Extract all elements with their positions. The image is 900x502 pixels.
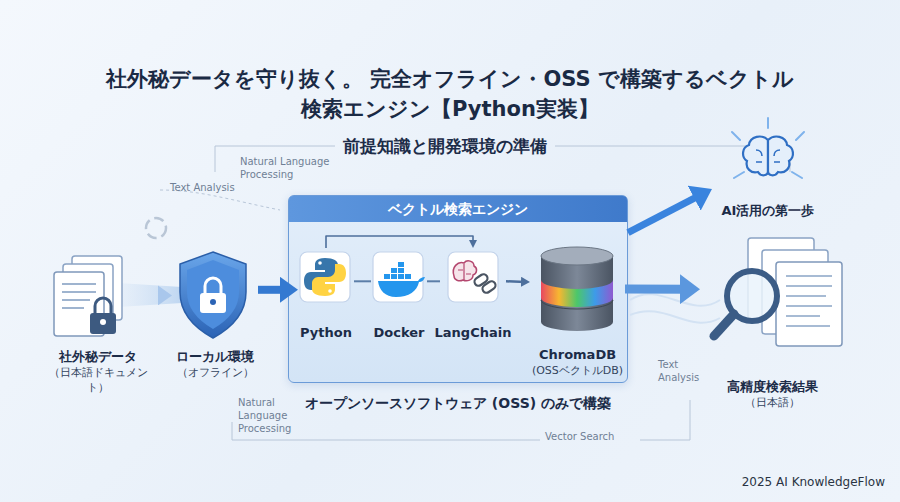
document-stack-icon-part: [63, 264, 113, 328]
node-sublabel: (OSSベクトルDB): [532, 363, 623, 378]
decor-lines: [160, 146, 790, 440]
document-stack-icon-part: [100, 319, 106, 325]
node-label: ChromaDB: [539, 346, 616, 363]
decor-lines-part: [630, 311, 720, 323]
decor-note: Text Analysis: [658, 358, 713, 384]
title-heading: 社外秘データを守り抜く。 完全オフライン・OSS で構築するベクトル検索エンジン…: [100, 64, 800, 124]
shield-lock-icon-part: [210, 299, 216, 305]
shield-lock-icon: [180, 252, 246, 338]
node-label: Python: [300, 324, 352, 341]
flow-connector: [158, 291, 165, 300]
node-label: LangChain: [435, 324, 512, 341]
document-stack-icon-part: [62, 284, 96, 308]
document-stack-icon-part: [95, 298, 111, 314]
document-stack-icon-part: [54, 272, 104, 336]
search-results-icon-part: [786, 276, 832, 326]
document-stack-icon: [54, 256, 122, 336]
watermark: 2025 AI KnowledgeFlow: [700, 474, 885, 490]
tool-node: Python: [298, 248, 354, 343]
decor-note: Text Analysis: [170, 181, 260, 194]
search-results-icon: [714, 238, 842, 346]
data-flow-band: [118, 283, 182, 307]
shield-lock-icon-part: [187, 260, 239, 329]
data-flow-band-part: [118, 283, 182, 307]
decor-note: Natural Language Processing: [238, 396, 300, 435]
flow-connector: [628, 194, 703, 233]
decor-lines-part: [215, 146, 216, 172]
ai-brain-icon: [732, 118, 804, 178]
tool-node: Docker: [371, 248, 427, 343]
flow-connector: [427, 280, 440, 282]
group-caption: オープンソースソフトウェア (OSS) のみで構築: [249, 394, 667, 412]
flow-connector: [506, 280, 526, 283]
flow-connector: [354, 280, 371, 282]
group-header: ベクトル検索エンジン: [289, 196, 627, 222]
goal-node: AI活用の第一歩: [712, 132, 824, 224]
ai-brain-icon-part: [743, 137, 768, 176]
node-label: ローカル環境: [176, 348, 254, 365]
engine-group: ベクトル検索エンジンオープンソースソフトウェア (OSS) のみで構築Pytho…: [288, 195, 628, 383]
decor-lines-part: [555, 146, 790, 172]
database-node: ChromaDB(OSSベクトルDB): [530, 240, 625, 380]
result-node: 高精度検索結果（日本語）: [700, 230, 845, 415]
node-sublabel: （オフライン）: [177, 365, 254, 380]
shield-lock-icon-part: [200, 293, 226, 313]
ai-brain-icon-part: [768, 137, 793, 176]
node-label: 社外秘データ: [59, 348, 137, 365]
node-label: 高精度検索結果: [727, 378, 818, 395]
search-results-icon-part: [714, 314, 734, 336]
node-sublabel: （日本語）: [745, 395, 800, 410]
spinner-decor-part: [146, 218, 166, 238]
decor-lines-part: [640, 400, 690, 440]
search-results-icon-part: [727, 271, 777, 321]
ai-brain-icon-part: [732, 118, 804, 178]
decor-note: Vector Search: [545, 430, 635, 443]
section-heading: 前提知識と開発環境の準備: [315, 135, 575, 157]
decor-note: Natural Language Processing: [240, 155, 345, 181]
node-label: AI活用の第一歩: [722, 202, 815, 219]
flow-connector: [326, 236, 473, 248]
flow-connector: [258, 286, 289, 294]
shield-lock-icon-part: [205, 278, 221, 294]
search-results-icon-part: [748, 238, 814, 322]
document-stack-icon-part: [72, 256, 122, 320]
document-stack-icon-part: [90, 313, 116, 334]
search-results-icon-part: [776, 262, 842, 346]
shield-lock-icon-part: [180, 252, 246, 338]
spinner-decor: [146, 218, 166, 238]
decor-lines-part: [215, 146, 335, 147]
tool-node: LangChain: [440, 248, 506, 343]
search-results-icon-part: [762, 250, 828, 334]
flow-connector: [625, 285, 690, 294]
ai-brain-icon-part: [756, 150, 780, 162]
decor-lines-part: [630, 294, 720, 306]
node-sublabel: （日本語ドキュメント）: [38, 365, 158, 395]
document-node: 社外秘データ（日本語ドキュメント）: [38, 245, 158, 385]
node-label: Docker: [374, 324, 425, 341]
environment-node: ローカル環境（オフライン）: [172, 245, 258, 385]
